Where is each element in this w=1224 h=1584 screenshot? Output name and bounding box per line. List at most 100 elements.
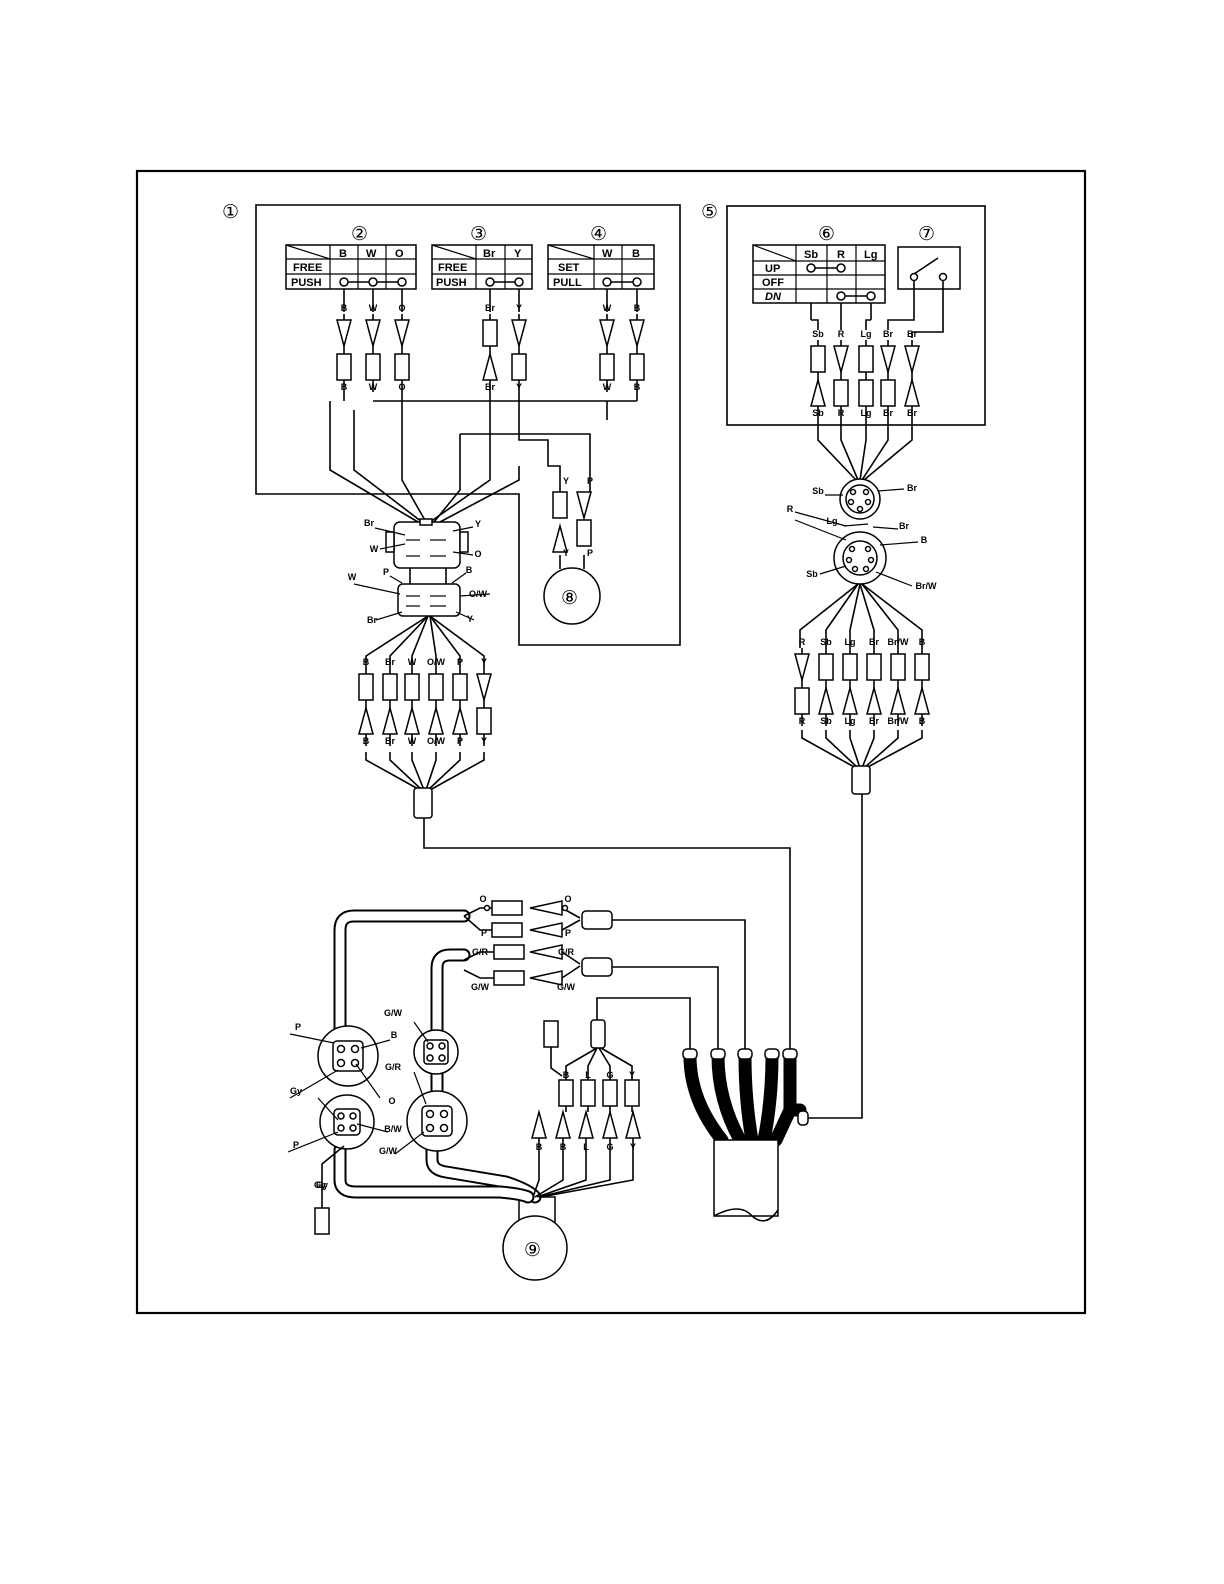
eng-row-top-label-0: B [563, 1070, 570, 1080]
lower-left-lead-bottom-label-1: Br [385, 736, 395, 746]
lower-right-lead-bottom-0 [794, 687, 810, 715]
sw3-col-br: Br [483, 248, 496, 260]
remote-lead-top-label-4: Y [516, 303, 522, 313]
lower-left-lead-bottom-3 [428, 705, 444, 735]
callout-9: ⑨ [524, 1240, 541, 1261]
eng-row-bottom-label-3: G [606, 1142, 613, 1152]
lower-left-lead-bottom-1 [382, 705, 398, 735]
eng-upper-left-0: O [479, 894, 486, 904]
trim-plug-upper-left-0: Sb [812, 486, 824, 496]
eng-lower-right-0: G/R [558, 947, 575, 957]
trim-lead-bottom-label-1: R [838, 408, 845, 418]
lower-left-lead-top-label-5: Y [481, 657, 487, 667]
eng-row-bottom-label-4: Y [630, 1142, 636, 1152]
lower-right-lead-top-label-0: R [799, 637, 806, 647]
eng-row-top-label-1: L [585, 1070, 591, 1080]
remote-lead-top-5 [599, 319, 615, 349]
remote-lead-top-label-2: O [398, 303, 405, 313]
lower-left-lead-bottom-label-4: P [457, 736, 463, 746]
conn-a-label-3: O [388, 1096, 395, 1106]
sw6-row-off: OFF [762, 277, 784, 289]
remote-lead-bottom-label-3: Br [485, 382, 495, 392]
trim-lead-top-1 [833, 345, 849, 375]
trim-lead-top-2 [858, 345, 874, 373]
lower-right-lead-bottom-3 [866, 685, 882, 715]
remote-lead-bottom-3 [482, 351, 498, 381]
eng-row-tri-3 [602, 1109, 618, 1139]
upper-plug-left-1: W [370, 544, 379, 554]
lower-right-lead-bottom-label-3: Br [869, 716, 879, 726]
upper-plug-right-0: Y [475, 519, 481, 529]
switch-7 [897, 246, 961, 290]
lower-right-lead-top-label-2: Lg [845, 637, 856, 647]
trim-lead-bottom-4 [904, 377, 920, 407]
lower-right-lead-bottom-1 [818, 685, 834, 715]
gy-lead-label: Gy [316, 1180, 328, 1190]
lower-right-lead-bottom-label-2: Lg [845, 716, 856, 726]
switch-table-3: Br Y FREE PUSH [431, 244, 533, 290]
remote-lead-top-6 [629, 319, 645, 349]
trim-lead-top-label-2: Lg [861, 329, 872, 339]
sw2-row-free: FREE [293, 262, 322, 274]
trim-lead-top-label-3: Br [883, 329, 893, 339]
sw3-col-y: Y [514, 248, 522, 260]
sw4-row-pull: PULL [553, 277, 582, 289]
lower-right-lead-top-1 [818, 653, 834, 681]
lower-left-lead-top-label-0: B [363, 657, 370, 667]
conn-a-label-0: P [295, 1022, 301, 1032]
callout-3: ③ [470, 224, 487, 245]
lower-left-lead-top-label-1: Br [385, 657, 395, 667]
eng-row-tri-1 [555, 1109, 571, 1139]
lower-left-lead-bottom-label-0: B [363, 736, 370, 746]
eng-row-top-label-3: Y [629, 1070, 635, 1080]
eng-row-tri-0 [531, 1109, 547, 1139]
outer-frame [135, 169, 1087, 1315]
buzzer-lead-bottom-1: P [587, 548, 593, 558]
conn-c-label-0: P [293, 1140, 299, 1150]
lower-right-lead-bottom-label-1: Sb [820, 716, 832, 726]
lower-right-lead-top-2 [842, 653, 858, 681]
sw2-col-b: B [339, 248, 347, 260]
remote-wiring [329, 289, 791, 1050]
eng-upper-left-1: P [481, 928, 487, 938]
remote-lead-top-label-0: B [341, 303, 348, 313]
conn-a-label-1: B [391, 1030, 398, 1040]
lower-left-lead-top-1 [382, 673, 398, 701]
remote-lead-bottom-6 [629, 353, 645, 381]
lower-left-lead-bottom-5 [476, 707, 492, 735]
switch-table-4: W B SET PULL [547, 244, 655, 290]
upper-plug-left-0: Br [364, 518, 374, 528]
trim-lead-bottom-0 [810, 377, 826, 407]
buzzer-tri-0 [552, 523, 568, 553]
trim-lead-bottom-1 [833, 379, 849, 407]
remote-lead-bottom-4 [511, 353, 527, 381]
trim-plug-upper-right-1: Br [899, 521, 909, 531]
remote-lead-top-label-6: B [634, 303, 641, 313]
eng-row-bottom-label-0: B [536, 1142, 543, 1152]
eng-row-bottom-label-1: B [560, 1142, 567, 1152]
eng-row-tri-2 [578, 1109, 594, 1139]
eng-row-tri-4 [625, 1109, 641, 1139]
eng-lower-left-1: G/W [471, 982, 490, 992]
remote-lead-top-3 [482, 319, 498, 347]
sw6-row-dn: DN [765, 291, 782, 303]
remote-lead-top-0 [336, 319, 352, 349]
sw4-col-w: W [602, 248, 613, 260]
remote-lead-bottom-2 [394, 353, 410, 381]
lower-left-lead-bottom-label-5: Y [481, 736, 487, 746]
lower-right-lead-bottom-5 [914, 685, 930, 715]
remote-lead-bottom-1 [365, 353, 381, 381]
callout-8: ⑧ [561, 588, 578, 609]
trim-plug-lower-left-0: Sb [806, 569, 818, 579]
mid-plug-left-1: W [348, 572, 357, 582]
sw6-col-sb: Sb [804, 249, 818, 261]
lower-left-lead-bottom-4 [452, 705, 468, 735]
sw4-col-b: B [632, 248, 640, 260]
mid-plug-left-2: Br [367, 615, 377, 625]
remote-lead-top-4 [511, 319, 527, 349]
remote-lead-bottom-label-1: W [369, 382, 378, 392]
conn-a-label-2: Gy [290, 1086, 302, 1096]
lower-left-lead-top-5 [476, 673, 492, 703]
conn-b-label-1: G/R [385, 1062, 402, 1072]
mid-plug-left-0: P [383, 567, 389, 577]
